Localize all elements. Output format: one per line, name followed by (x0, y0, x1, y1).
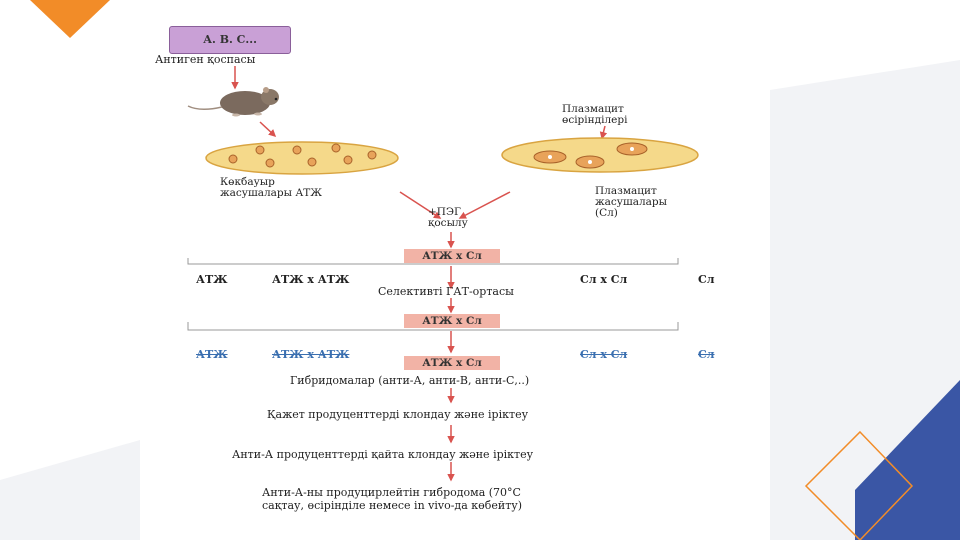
spleen-cells-dish (205, 141, 399, 175)
bracket-1 (187, 258, 679, 265)
plasma-cells-label-2: жасушалары (595, 196, 668, 208)
peg-label-2: қосылу (428, 217, 468, 229)
fusion-box-2: АТЖ х Сл (404, 314, 500, 328)
step2-label: Анти-А продуценттерді қайта клондау және… (232, 448, 534, 461)
plasma-cells-label-1: Плазмацит (595, 185, 657, 197)
arrow-spleen-to-fusion (399, 191, 442, 219)
plasma-culture-label-2: өсірінділері (562, 114, 628, 126)
orange-diamond-outline (804, 430, 914, 540)
diagram-graphics (187, 66, 699, 482)
row1-atzh: АТЖ (196, 273, 228, 286)
arrow-plasma-label-to-dish (599, 125, 608, 140)
row1-sl-x-sl: Сл х Сл (580, 273, 628, 286)
mouse-image (187, 87, 279, 117)
plasma-cells-dish (501, 137, 699, 173)
plasma-culture-label-1: Плазмацит (562, 103, 624, 115)
arrow-mouse-to-dish (259, 121, 277, 138)
arrow-plasma-to-fusion (458, 191, 511, 219)
antigen-label: Антиген қоспасы (155, 53, 256, 66)
bracket-2 (187, 322, 679, 331)
fusion-box-1: АТЖ х Сл (404, 249, 500, 263)
antigen-box-text: А. В. С... (203, 33, 257, 46)
step3-label-2: сақтау, өсірінділе немесе in vivo-да көб… (262, 499, 523, 512)
row2-sl-x-sl: Сл х Сл (580, 348, 628, 361)
plasma-cells-label-3: (Сл) (595, 207, 618, 219)
diagram-panel: А. В. С... Антиген қоспасы (140, 0, 770, 525)
row2-sl: Сл (698, 348, 715, 361)
top-left-orange-triangle (30, 0, 110, 38)
hybridomas-label: Гибридомалар (анти-А, анти-В, анти-С,..) (290, 374, 530, 387)
blue-triangle (855, 380, 960, 540)
row2-atzh-x-atzh: АТЖ х АТЖ (272, 348, 350, 361)
bottom-left-gray-panel (0, 440, 140, 540)
step1-label: Қажет продуценттерді клондау және ірікте… (267, 408, 529, 421)
selective-medium-label: Селективті ГАТ-ортасы (378, 285, 514, 298)
spleen-label-1: Көкбауыр (220, 176, 275, 188)
peg-label-1: +ПЭГ (428, 206, 461, 218)
fusion-box-3: АТЖ х Сл (404, 356, 500, 370)
row1-sl: Сл (698, 273, 715, 286)
step3-label-1: Анти-А-ны продуцирлейтін гибродома (70°С (262, 486, 521, 499)
antigen-box: А. В. С... (169, 26, 291, 54)
row1-atzh-x-atzh: АТЖ х АТЖ (272, 273, 350, 286)
row2-atzh: АТЖ (196, 348, 228, 361)
spleen-label-2: жасушалары АТЖ (220, 187, 323, 199)
right-gray-panel (770, 60, 960, 540)
